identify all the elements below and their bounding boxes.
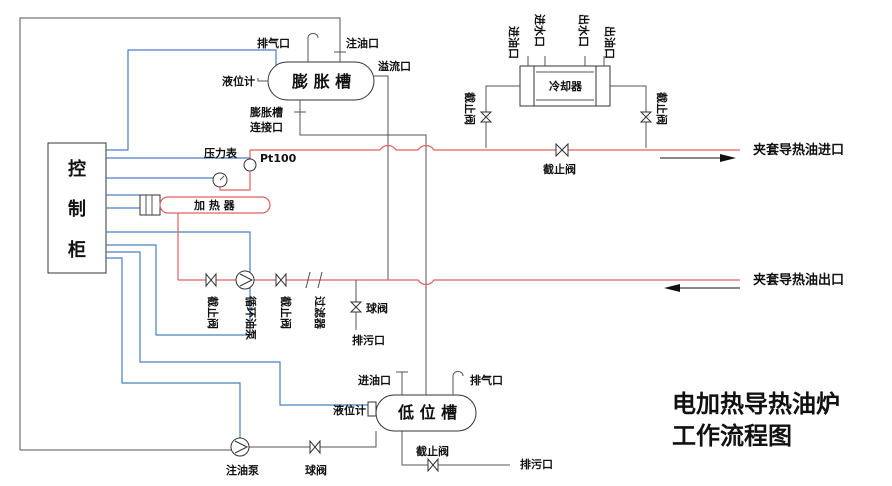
return-valve-right-icon: [275, 272, 287, 288]
instruments: 压力表 Pt100: [204, 146, 297, 191]
expansion-overflow-label: 溢流口: [378, 59, 411, 73]
fill-ball-valve-label: 球阀: [305, 463, 327, 477]
cabinet-char-3: 柜: [68, 239, 86, 261]
expansion-tank: 膨 胀 槽 排气口 注油口 溢流口 液位计 膨胀槽 连接口: [222, 33, 411, 280]
expansion-vent-label: 排气口: [257, 36, 290, 50]
diagram-title-line1: 电加热导热油炉: [672, 390, 840, 418]
low-level-gauge-icon: [367, 401, 377, 417]
low-tank-valve-icon: [427, 457, 439, 473]
control-wiring: [106, 49, 368, 438]
return-valve-left-icon: [205, 272, 217, 288]
return-line: 截止阀 循环油泵 截止阀 过滤器 球阀 排污口: [178, 270, 740, 347]
pressure-gauge-label: 压力表: [204, 146, 238, 160]
cooler-valve-right-label: 截止阀: [655, 92, 669, 125]
expansion-fill-label: 注油口: [346, 36, 379, 50]
jacket-inlet-label: 夹套导热油进口: [753, 142, 844, 158]
control-cabinet: 控 制 柜: [47, 142, 107, 274]
expansion-tank-label: 膨 胀 槽: [292, 72, 351, 91]
cooler-water-out-label: 出水口: [577, 14, 591, 47]
cabinet-char-2: 制: [68, 199, 86, 220]
heater: 加 热 器: [139, 194, 271, 280]
circulation-pump-label: 循环油泵: [244, 296, 258, 340]
cooler-oil-out-label: 出油口: [603, 26, 617, 59]
low-level-tank: 低 位 槽 进油口 排气口 液位计 截止阀 排污口: [333, 371, 553, 473]
filter-label: 过滤器: [313, 296, 327, 330]
low-tank-valve-label: 截止阀: [416, 444, 449, 458]
diagram-title-line2: 工作流程图: [672, 422, 792, 450]
fill-ball-valve-icon: [309, 439, 321, 455]
cooler: 冷却器 进油口 进水口 出水口 出油口 截止阀 截止阀: [463, 14, 669, 148]
circulation-pump-icon: [235, 270, 255, 290]
expansion-to-low-tank-line: [299, 112, 427, 395]
cooler-oil-in-label: 进油口: [507, 26, 521, 59]
cabinet-char-1: 控: [68, 158, 86, 180]
cooler-water-in-label: 进水口: [533, 14, 547, 47]
expansion-connection-label-1: 膨胀槽: [249, 105, 283, 119]
pt100-label: Pt100: [260, 152, 297, 165]
low-tank-drain-label: 排污口: [520, 457, 553, 471]
fill-pump-label: 注油泵: [226, 463, 259, 477]
cooler-valve-left-label: 截止阀: [463, 92, 477, 125]
ball-valve-icon: [349, 301, 363, 313]
pt100-icon: [243, 158, 257, 172]
jacket-outlet-label: 夹套导热油出口: [753, 272, 844, 288]
fill-line: 注油泵 球阀: [226, 431, 377, 477]
return-valve-right-label: 截止阀: [279, 296, 293, 329]
ball-valve-label: 球阀: [366, 301, 388, 315]
heater-label: 加 热 器: [193, 198, 236, 212]
expansion-level-label: 液位计: [222, 74, 255, 88]
low-tank-oil-in-label: 进油口: [358, 373, 391, 387]
return-valve-left-label: 截止阀: [206, 296, 220, 329]
supply-valve-label: 截止阀: [543, 162, 576, 176]
heater-element: [139, 194, 161, 216]
cooler-label: 冷却器: [549, 79, 583, 93]
low-tank-vent-label: 排气口: [470, 373, 503, 387]
drain-label: 排污口: [352, 333, 385, 347]
low-tank-level-label: 液位计: [333, 403, 366, 417]
outer-frame-line: [19, 17, 341, 451]
low-tank-label: 低 位 槽: [397, 403, 457, 422]
supply-line: 截止阀: [249, 142, 740, 176]
expansion-connection-label-2: 连接口: [250, 120, 283, 134]
